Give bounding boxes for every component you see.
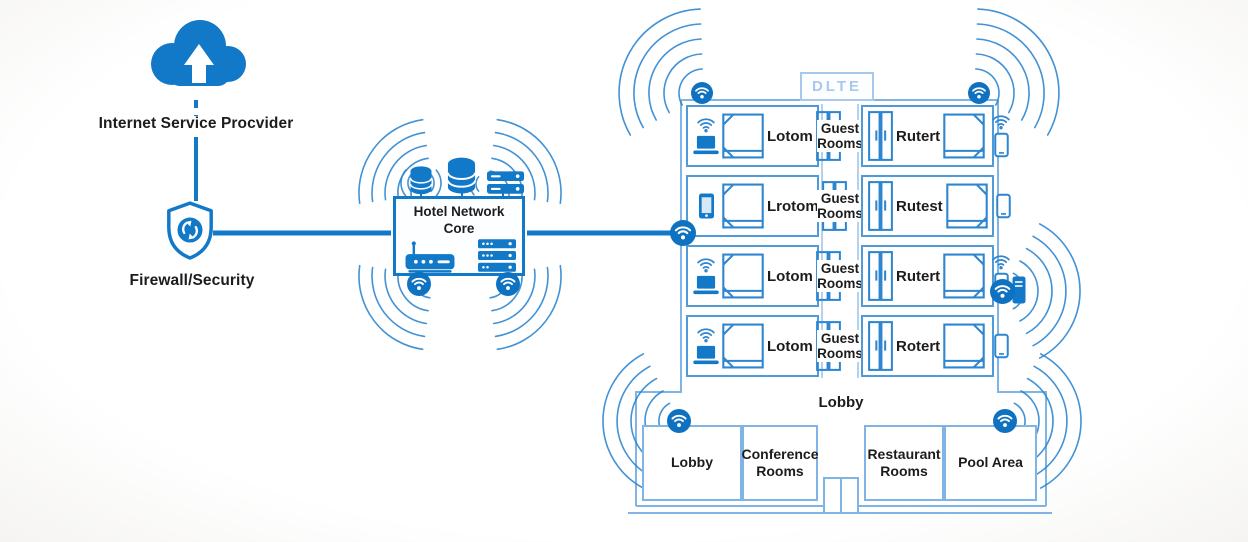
wifi-ap-icon <box>968 82 990 104</box>
bed-icon <box>722 323 764 369</box>
wifi-signal-icon <box>695 327 717 343</box>
wifi-ap-icon <box>667 409 691 433</box>
bed-icon <box>722 183 764 229</box>
wifi-signal-icon <box>695 257 717 273</box>
guest-room-4-right: Rotert <box>861 315 994 377</box>
laptop-icon <box>693 345 719 365</box>
restaurant-rooms: Restaurant Rooms <box>864 425 944 501</box>
wardrobe-icon <box>868 181 893 231</box>
guest-room-2-right: Rutest <box>861 175 994 237</box>
bed-icon <box>943 253 985 299</box>
firewall-label: Firewall/Security <box>129 272 255 289</box>
hall-label: Lobby <box>818 394 864 411</box>
guest-room-1-left: Lotom <box>686 105 819 167</box>
room-devices <box>988 114 1014 158</box>
phone-icon <box>994 333 1009 359</box>
core-title: Hotel Network Core <box>413 204 505 236</box>
firewall-shield-icon <box>164 201 216 261</box>
room-devices <box>693 193 719 219</box>
room-label: Lotom <box>767 337 813 355</box>
guest-room-3-right: Rutert <box>861 245 994 307</box>
laptop-icon <box>693 135 719 155</box>
wifi-signal-icon <box>695 117 717 133</box>
guest-room-4-left: Lotom <box>686 315 819 377</box>
server-top-icon <box>487 171 524 195</box>
wifi-ap-icon <box>993 409 1017 433</box>
laptop-icon <box>693 275 719 295</box>
corridor-label: Guest Rooms <box>817 259 863 293</box>
phone-icon <box>996 193 1011 219</box>
bed-icon <box>722 113 764 159</box>
wardrobe-icon <box>868 321 893 371</box>
guest-room-3-left: Lotom <box>686 245 819 307</box>
wardrobe-icon <box>868 251 893 301</box>
corridor-label: Guest Rooms <box>817 119 863 153</box>
room-label: Rutert <box>896 127 941 145</box>
wifi-ap-icon <box>670 220 696 246</box>
room-label: Rutest <box>896 197 943 215</box>
room-devices <box>991 193 1017 219</box>
room-devices <box>693 117 719 155</box>
isp-label: Internet Service Procvider <box>98 115 294 132</box>
room-label: Lotom <box>767 267 813 285</box>
database-small-icon <box>409 166 433 196</box>
database-icon <box>446 157 477 196</box>
room-label: Lrotom <box>767 197 819 215</box>
wardrobe-icon <box>868 111 893 161</box>
guest-room-2-left: Lrotom <box>686 175 819 237</box>
wifi-ap-icon <box>990 279 1015 304</box>
server-rack-icon <box>478 239 516 272</box>
wifi-signal-icon <box>990 254 1012 270</box>
bed-icon <box>943 323 985 369</box>
room-label: Rutert <box>896 267 941 285</box>
router-icon <box>404 241 456 273</box>
room-devices <box>693 257 719 295</box>
wifi-ap-icon <box>496 272 520 296</box>
bed-icon <box>946 183 988 229</box>
conference-rooms: Conference Rooms <box>741 425 819 501</box>
room-label: Lotom <box>767 127 813 145</box>
lobby-room: Lobby <box>642 425 742 501</box>
corridor-label: Guest Rooms <box>817 329 863 363</box>
phone-icon <box>994 132 1009 158</box>
room-devices <box>988 333 1014 359</box>
pool-area: Pool Area <box>944 425 1037 501</box>
room-label: Rotert <box>896 337 941 355</box>
internet-cloud-icon <box>138 14 254 98</box>
phone-icon <box>699 193 714 219</box>
hotel-sign: DLTE <box>811 78 863 95</box>
wifi-ap-icon <box>691 82 713 104</box>
wifi-signal-icon <box>990 114 1012 130</box>
hotel-network-core-box: Hotel Network Core <box>393 196 525 276</box>
bed-icon <box>722 253 764 299</box>
room-devices <box>693 327 719 365</box>
bed-icon <box>943 113 985 159</box>
guest-room-1-right: Rutert <box>861 105 994 167</box>
corridor-label: Guest Rooms <box>817 189 863 223</box>
wifi-ap-icon <box>407 272 431 296</box>
